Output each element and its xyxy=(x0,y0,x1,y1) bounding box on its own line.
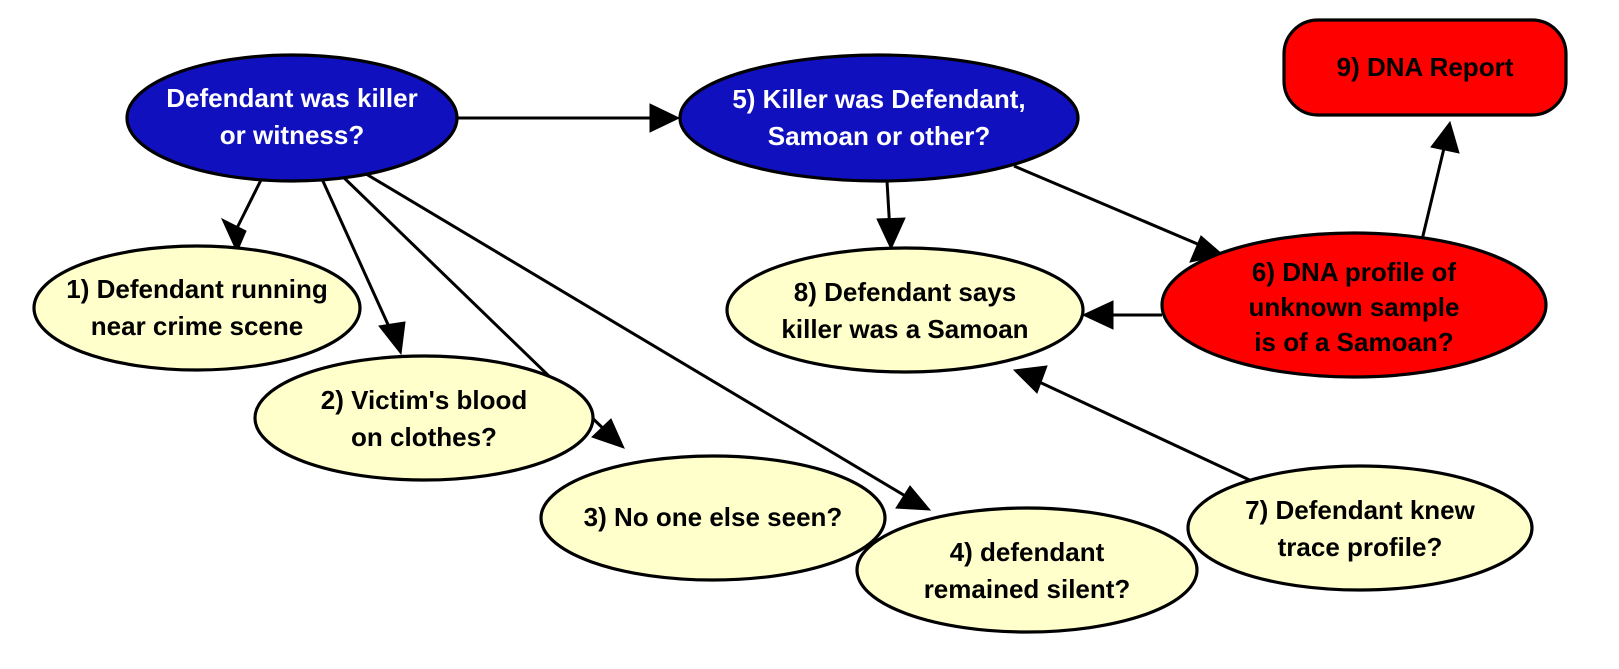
node-label: Defendant was killer xyxy=(166,83,417,113)
node-2-victims-blood-on-clothes[interactable]: 2) Victim's blood on clothes? xyxy=(253,354,595,482)
node-label: near crime scene xyxy=(91,311,303,341)
node-label: 2) Victim's blood xyxy=(321,385,528,415)
edge-root-to-node4[interactable] xyxy=(350,163,932,511)
node-9-dna-report[interactable]: 9) DNA Report xyxy=(1282,18,1568,117)
node-shape-ellipse xyxy=(855,506,1199,634)
node-shape-ellipse xyxy=(539,454,887,582)
node-shape-ellipse xyxy=(1186,464,1534,592)
node-label: trace profile? xyxy=(1278,532,1443,562)
node-1-defendant-running-near-crime-scene[interactable]: 1) Defendant running near crime scene xyxy=(32,244,362,372)
node-label: 8) Defendant says xyxy=(794,277,1017,307)
edge-node7-to-node8[interactable] xyxy=(1012,365,1257,485)
node-4-defendant-remained-silent[interactable]: 4) defendant remained silent? xyxy=(855,506,1199,634)
node-label: 6) DNA profile of xyxy=(1252,257,1456,287)
node-5-killer-was-defendant-samoan-or-other[interactable]: 5) Killer was Defendant, Samoan or other… xyxy=(678,53,1080,183)
node-defendant-killer-or-witness[interactable]: Defendant was killer or witness? xyxy=(125,53,459,183)
node-8-defendant-says-killer-was-a-samoan[interactable]: 8) Defendant says killer was a Samoan xyxy=(725,246,1085,374)
node-shape-rounded-rect xyxy=(1282,18,1568,117)
edge-root-to-node1[interactable] xyxy=(220,179,263,254)
node-label: on clothes? xyxy=(351,422,497,452)
node-label: 5) Killer was Defendant, xyxy=(732,84,1025,114)
node-layer: Defendant was killer or witness? 1) Defe… xyxy=(32,18,1568,634)
edge-root-to-node5[interactable] xyxy=(457,103,681,133)
node-label: 3) No one else seen? xyxy=(584,502,843,532)
node-shape-ellipse xyxy=(725,246,1085,374)
node-label: 1) Defendant running xyxy=(66,274,327,304)
edge-node5-to-node6[interactable] xyxy=(1013,164,1225,263)
node-shape-ellipse xyxy=(1160,231,1548,379)
edge-node6-to-node8[interactable] xyxy=(1081,300,1162,330)
node-label: Samoan or other? xyxy=(768,121,990,151)
node-shape-ellipse xyxy=(253,354,595,482)
edge-node5-to-node8[interactable] xyxy=(876,180,906,251)
node-3-no-one-else-seen[interactable]: 3) No one else seen? xyxy=(539,454,887,582)
node-label: 9) DNA Report xyxy=(1337,52,1514,82)
node-label: 7) Defendant knew xyxy=(1245,495,1475,525)
node-shape-ellipse xyxy=(125,53,459,183)
node-label: or witness? xyxy=(220,120,364,150)
node-label: is of a Samoan? xyxy=(1254,327,1453,357)
node-6-dna-profile-unknown-sample-samoan[interactable]: 6) DNA profile of unknown sample is of a… xyxy=(1160,231,1548,379)
node-shape-ellipse xyxy=(678,53,1080,183)
node-label: unknown sample xyxy=(1249,292,1460,322)
node-shape-ellipse xyxy=(32,244,362,372)
node-label: killer was a Samoan xyxy=(781,314,1028,344)
edge-root-to-node2[interactable] xyxy=(320,178,406,356)
node-label: remained silent? xyxy=(924,574,1131,604)
edge-node6-to-node9[interactable] xyxy=(1419,120,1460,245)
node-7-defendant-knew-trace-profile[interactable]: 7) Defendant knew trace profile? xyxy=(1186,464,1534,592)
node-label: 4) defendant xyxy=(950,537,1105,567)
edge-layer xyxy=(220,103,1460,511)
